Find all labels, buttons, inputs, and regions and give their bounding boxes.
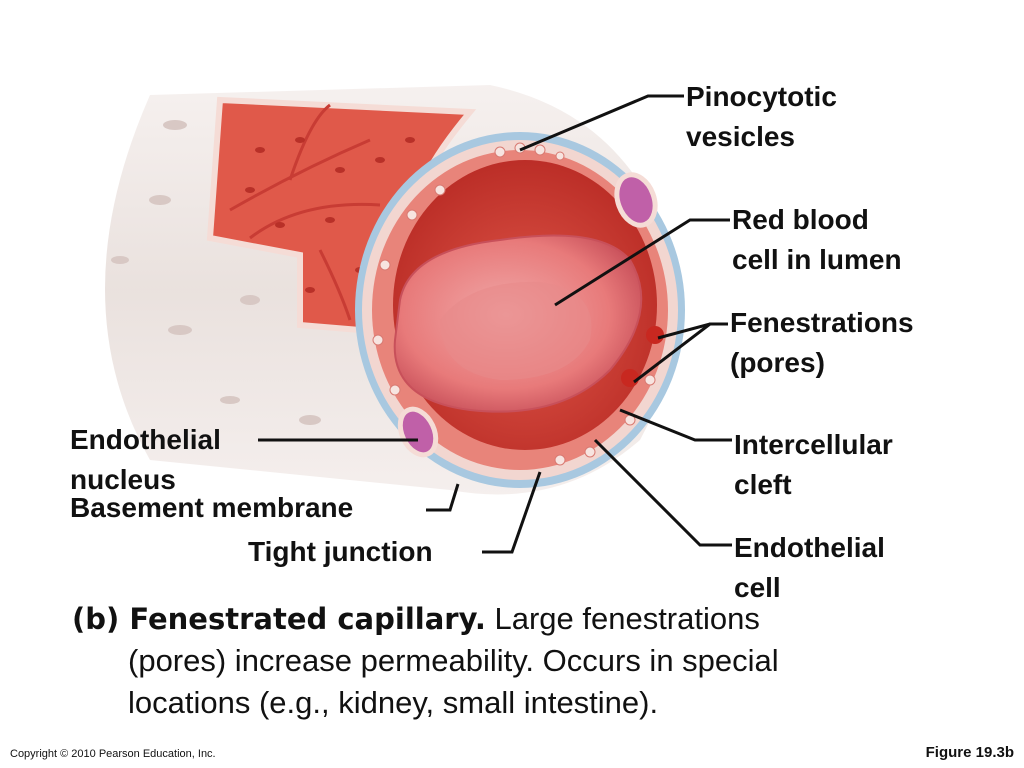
caption-lead: (b) Fenestrated capillary. [72, 602, 486, 636]
label-line: Fenestrations [730, 307, 914, 338]
label-line: cell in lumen [732, 244, 902, 275]
leader-intercellular [619, 408, 732, 442]
leader-pinocytotic [519, 94, 684, 152]
label-basement-membrane: Basement membrane [70, 488, 353, 528]
caption-text-line1: Large fenestrations [485, 601, 760, 636]
label-pinocytotic-vesicles: Pinocytotic vesicles [686, 77, 837, 157]
figure-caption: (b) Fenestrated capillary. Large fenestr… [72, 598, 952, 724]
label-line: nucleus [70, 464, 176, 495]
label-line: Intercellular [734, 429, 893, 460]
label-line: vesicles [686, 121, 795, 152]
leader-red-blood-cell [554, 218, 730, 307]
caption-text-line2: (pores) increase permeability. Occurs in… [128, 643, 779, 678]
label-line: Endothelial [734, 532, 885, 563]
label-fenestrations: Fenestrations (pores) [730, 303, 914, 383]
label-line: Endothelial [70, 424, 221, 455]
label-line: Basement membrane [70, 492, 354, 523]
label-intercellular-cleft: Intercellular cleft [734, 425, 893, 505]
pinocytotic-vesicles [372, 142, 656, 466]
endothelial-nucleus-right [614, 172, 658, 228]
label-line: Tight junction [248, 536, 433, 567]
label-line: Red blood [732, 204, 869, 235]
fenestration-pore-1 [646, 326, 664, 344]
leader-tight-junction [482, 471, 542, 554]
label-endothelial-cell: Endothelial cell [734, 528, 885, 608]
label-line: (pores) [730, 347, 825, 378]
label-line: cell [734, 572, 781, 603]
leader-fenestrations-2 [633, 322, 728, 384]
leader-basement-membrane [426, 483, 460, 512]
label-line: Pinocytotic [686, 81, 837, 112]
caption-text-line3: locations (e.g., kidney, small intestine… [128, 685, 659, 720]
leader-lines [258, 94, 732, 554]
leader-endothelial-cell [593, 438, 732, 547]
fenestration-pore-2 [621, 369, 639, 387]
red-blood-cell-dimple [440, 281, 592, 380]
cutaway-dots [245, 137, 415, 293]
label-tight-junction: Tight junction [248, 532, 433, 572]
label-red-blood-cell: Red blood cell in lumen [732, 200, 902, 280]
copyright-notice: Copyright © 2010 Pearson Education, Inc. [10, 748, 216, 760]
label-line: cleft [734, 469, 792, 500]
figure-number: Figure 19.3b [925, 744, 1014, 761]
cutaway-cell-borders [229, 103, 381, 321]
label-endothelial-nucleus: Endothelial nucleus [70, 420, 221, 500]
